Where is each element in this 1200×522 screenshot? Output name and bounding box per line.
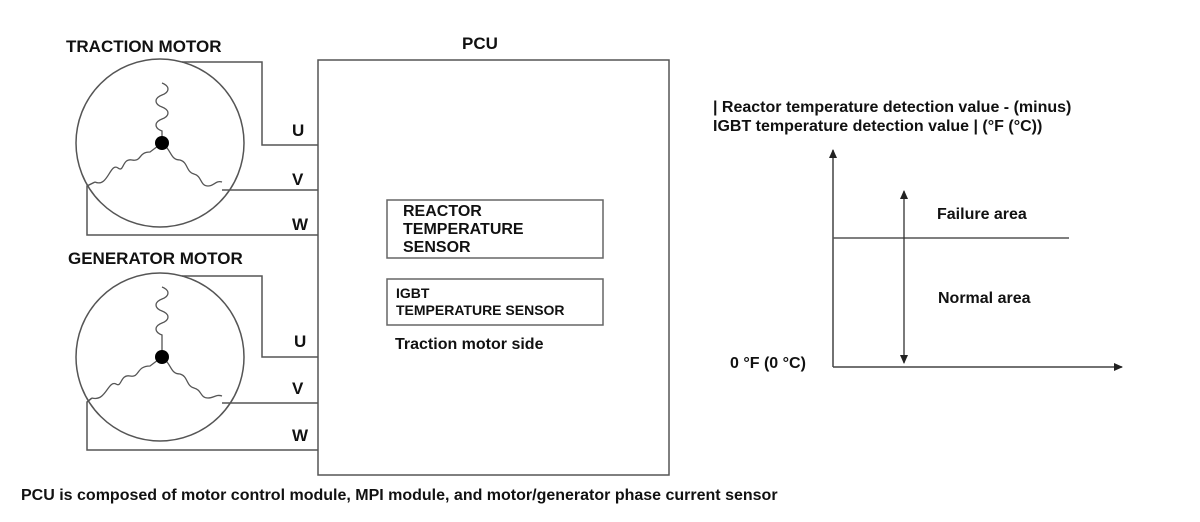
generator-motor-coil-right xyxy=(161,356,223,399)
traction-phase-u-label: U xyxy=(292,121,304,140)
generator-phase-w-label: W xyxy=(292,426,309,445)
traction-wire-u xyxy=(182,61,318,146)
traction-motor-neutral-point xyxy=(155,136,169,150)
graph-origin-label: 0 °F (0 °C) xyxy=(730,355,806,372)
reactor-temperature-sensor-box xyxy=(386,199,604,259)
generator-motor-neutral-point xyxy=(155,350,169,364)
igbt-sensor-label-line-2: TEMPERATURE SENSOR xyxy=(396,302,565,318)
reactor-sensor-label-line-2: TEMPERATURE xyxy=(403,221,524,238)
traction-motor-label: TRACTION MOTOR xyxy=(66,37,222,56)
generator-motor-housing xyxy=(75,272,245,442)
generator-motor-coil-top xyxy=(155,286,169,357)
generator-motor xyxy=(75,272,245,442)
traction-phase-w-label: W xyxy=(292,215,309,234)
graph-y-axis-title-line-2: IGBT temperature detection value | (°F (… xyxy=(713,118,1042,135)
reactor-sensor-label-line-1: REACTOR xyxy=(403,203,482,220)
igbt-temperature-sensor-box xyxy=(386,278,604,326)
traction-motor-coil-left xyxy=(94,142,163,184)
graph-y-axis-title-line-1: | Reactor temperature detection value - … xyxy=(713,99,1071,116)
traction-wire-w xyxy=(86,181,318,236)
pcu-label: PCU xyxy=(462,34,498,53)
pcu-box xyxy=(317,59,670,476)
traction-motor-side-label: Traction motor side xyxy=(395,336,544,353)
generator-motor-coil-left xyxy=(91,356,163,400)
generator-wire-u xyxy=(182,275,318,358)
traction-motor-coil-top xyxy=(155,82,169,143)
generator-phase-v-label: V xyxy=(292,379,304,398)
igbt-sensor-label-line-1: IGBT xyxy=(396,285,430,301)
generator-wire-w xyxy=(86,397,318,451)
traction-motor-housing xyxy=(75,58,245,228)
generator-motor-label: GENERATOR MOTOR xyxy=(68,249,243,268)
reactor-sensor-label-line-3: SENSOR xyxy=(403,239,471,256)
traction-motor xyxy=(75,58,245,228)
generator-phase-u-label: U xyxy=(294,332,306,351)
graph-failure-area-label: Failure area xyxy=(937,206,1027,223)
graph-normal-area-label: Normal area xyxy=(938,290,1031,307)
footer-caption: PCU is composed of motor control module,… xyxy=(21,487,778,504)
traction-phase-v-label: V xyxy=(292,170,304,189)
traction-motor-coil-right xyxy=(161,142,223,187)
